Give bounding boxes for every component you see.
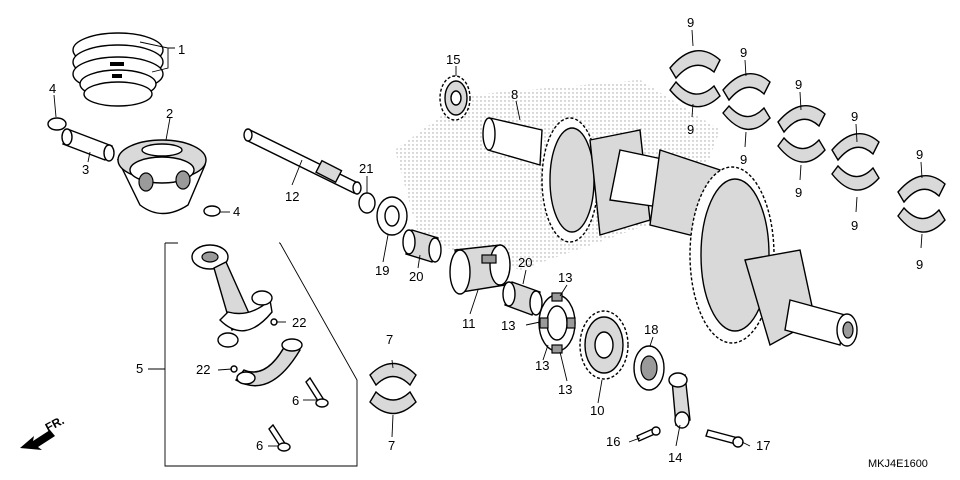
front-direction-arrow: FR. xyxy=(20,413,66,450)
callout-10: 10 xyxy=(590,403,604,418)
callout-6: 6 xyxy=(256,438,263,453)
callout-9: 9 xyxy=(916,147,923,162)
callout-17: 17 xyxy=(756,438,770,453)
conrod-bolt xyxy=(305,376,329,408)
bearing-shell-pair xyxy=(831,133,880,191)
callout-9: 9 xyxy=(851,218,858,233)
callout-20: 20 xyxy=(409,269,423,284)
balancer-washer xyxy=(633,345,665,391)
arm-bolt-short xyxy=(636,426,661,442)
callout-7: 7 xyxy=(386,332,393,347)
callout-9: 9 xyxy=(687,15,694,30)
piston-rings xyxy=(72,32,164,107)
conrod-group-box xyxy=(164,242,358,467)
balancer-drive-gear xyxy=(579,310,629,380)
callout-4: 4 xyxy=(49,81,56,96)
callout-8: 8 xyxy=(511,87,518,102)
callout-21: 21 xyxy=(359,161,373,176)
balancer-weight xyxy=(449,244,511,295)
callout-labels: 1 2 3 4 4 5 6 6 7 7 8 9 9 9 9 9 9 9 9 9 … xyxy=(49,15,923,465)
callout-9: 9 xyxy=(740,45,747,60)
callout-2: 2 xyxy=(166,106,173,121)
piston-pin-clip xyxy=(203,205,221,217)
needle-bearing xyxy=(402,229,442,263)
bearing-shell-pair xyxy=(669,50,721,108)
callout-22: 22 xyxy=(292,315,306,330)
arm-bolt-long xyxy=(705,429,744,448)
callout-9: 9 xyxy=(740,152,747,167)
bearing-shell-pair xyxy=(897,175,946,233)
callout-1: 1 xyxy=(178,42,185,57)
callout-14: 14 xyxy=(668,450,682,465)
callout-9: 9 xyxy=(687,122,694,137)
damper-ring xyxy=(538,292,576,354)
bearing-shell-pair xyxy=(777,105,826,163)
callout-13: 13 xyxy=(558,382,572,397)
callout-5: 5 xyxy=(136,361,143,376)
callout-4: 4 xyxy=(233,204,240,219)
callout-20: 20 xyxy=(518,255,532,270)
connecting-rod xyxy=(191,244,273,348)
callout-11: 11 xyxy=(462,316,476,331)
callout-9: 9 xyxy=(916,257,923,272)
small-spur-gear xyxy=(439,75,471,121)
callout-13: 13 xyxy=(558,270,572,285)
callout-13: 13 xyxy=(535,358,549,373)
callout-16: 16 xyxy=(606,434,620,449)
svg-text:FR.: FR. xyxy=(43,413,67,434)
callout-9: 9 xyxy=(795,185,802,200)
balancer-bushing xyxy=(358,192,376,214)
callout-19: 19 xyxy=(375,263,389,278)
diagram-code: MKJ4E1600 xyxy=(868,458,928,470)
callout-3: 3 xyxy=(82,162,89,177)
callout-12: 12 xyxy=(285,189,299,204)
callout-18: 18 xyxy=(644,322,658,337)
bearing-shell-pair xyxy=(722,73,771,131)
callout-9: 9 xyxy=(851,109,858,124)
leader-lines xyxy=(53,29,923,447)
thrust-washer xyxy=(376,196,408,236)
crankshaft xyxy=(482,117,858,347)
callout-22: 22 xyxy=(196,362,210,377)
connecting-rod-cap xyxy=(234,338,303,387)
callout-7: 7 xyxy=(388,438,395,453)
conrod-bearing-shells xyxy=(369,362,417,415)
piston xyxy=(116,139,207,215)
piston-pin xyxy=(61,128,115,162)
piston-pin-clip xyxy=(47,117,67,131)
conrod-bolt xyxy=(268,423,291,452)
balancer-shaft xyxy=(243,128,362,195)
callout-13: 13 xyxy=(501,318,515,333)
callout-15: 15 xyxy=(446,52,460,67)
callout-9: 9 xyxy=(795,77,802,92)
callout-6: 6 xyxy=(292,393,299,408)
needle-bearing xyxy=(502,281,543,316)
balancer-arm xyxy=(668,372,691,429)
